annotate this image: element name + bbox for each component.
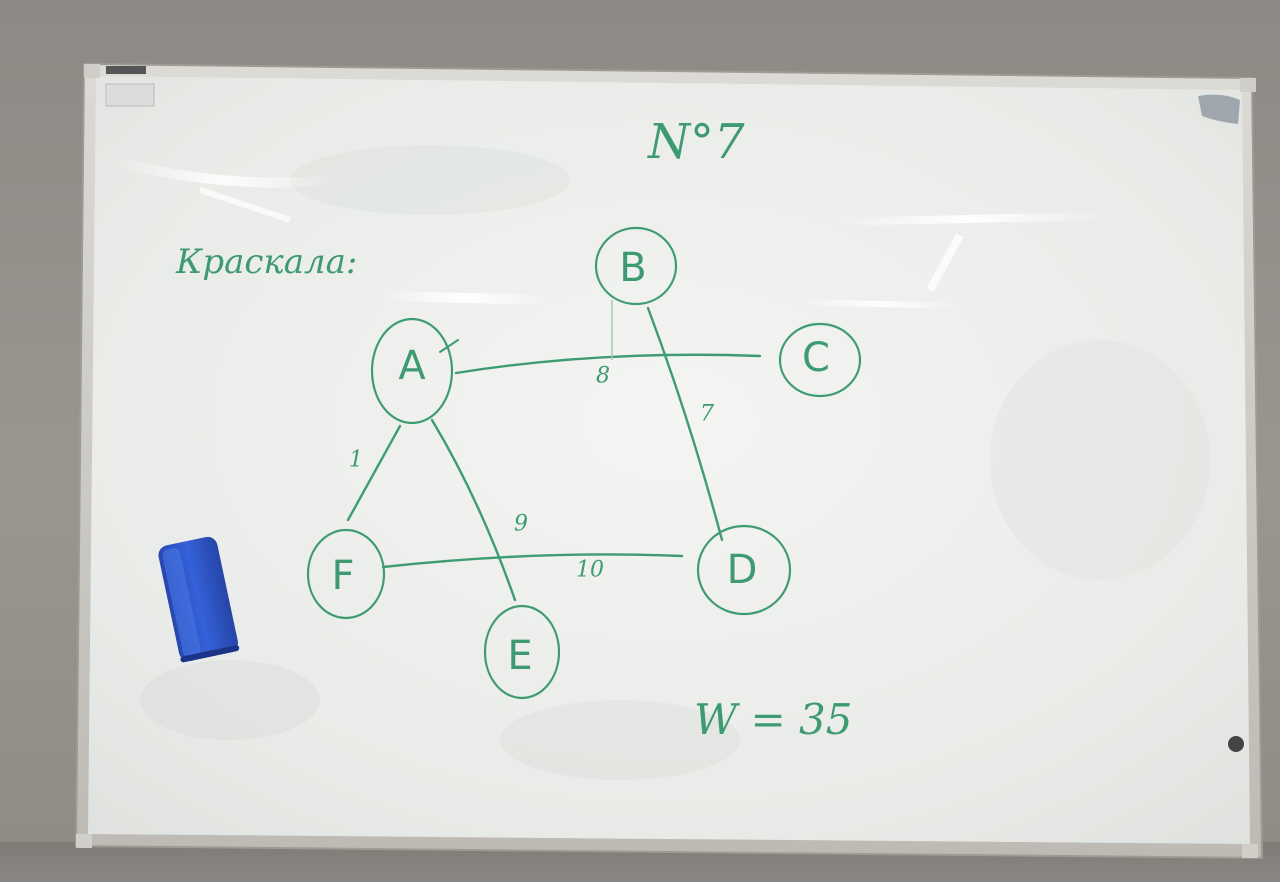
- node-label-a: A: [398, 343, 426, 389]
- brand-sticker: [106, 66, 146, 74]
- light-glare: [108, 155, 1106, 309]
- edge-b-d: [646, 306, 724, 542]
- graph-node-c: C: [778, 322, 862, 398]
- edge-a-c: [454, 353, 762, 375]
- weight-a-e: 9: [514, 512, 528, 537]
- label-sticker: [105, 83, 155, 107]
- frame-corner-bottom-left: [76, 834, 92, 848]
- board-smudges: [140, 145, 1210, 780]
- node-label-c: C: [802, 335, 830, 381]
- graph-node-a: A: [370, 317, 459, 425]
- edge-a-e: [430, 418, 517, 602]
- frame-corner-bottom-right: [1242, 844, 1258, 858]
- frame-corner-top-left: [84, 64, 100, 78]
- corner-smudge: [1198, 94, 1240, 124]
- method-label: Краскала:: [175, 242, 357, 282]
- node-label-b: B: [619, 245, 646, 291]
- node-label-d: D: [727, 547, 758, 593]
- weight-b-d: 7: [700, 402, 714, 427]
- graph-node-d: D: [696, 524, 792, 616]
- node-label-e: E: [507, 633, 532, 679]
- eraser-icon[interactable]: [157, 535, 240, 663]
- weight-f-d: 10: [576, 558, 604, 583]
- frame-corner-top-right: [1240, 78, 1256, 92]
- node-label-f: F: [331, 553, 354, 599]
- graph-node-e: E: [483, 604, 561, 700]
- edge-f-d: [381, 553, 684, 569]
- graph-node-b: B: [594, 226, 678, 306]
- graph-edges: [346, 300, 762, 602]
- graph-node-f: F: [306, 528, 386, 620]
- weight-a-f: 1: [349, 448, 363, 473]
- board-title: N°7: [647, 114, 745, 170]
- magnet-icon[interactable]: [1228, 736, 1244, 752]
- board-surface: [88, 76, 1250, 844]
- edge-a-f: [346, 424, 402, 522]
- weight-a-c: 8: [596, 364, 610, 389]
- result-text: W = 35: [694, 695, 853, 744]
